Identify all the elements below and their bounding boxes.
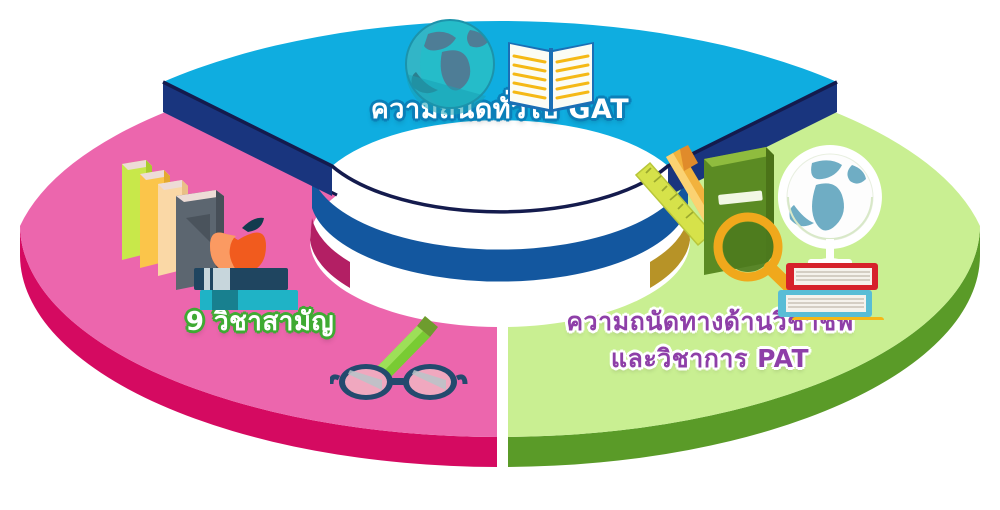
segment-pat-inner-wall bbox=[650, 218, 690, 288]
segment-pat-side-wall bbox=[508, 226, 980, 467]
segment-gat-inner-wall bbox=[312, 176, 688, 282]
segment-nine-subjects[interactable] bbox=[20, 109, 497, 467]
segment-nine-side-wall bbox=[20, 226, 497, 467]
segment-gat-top bbox=[163, 20, 837, 166]
segment-pat[interactable] bbox=[508, 109, 980, 467]
segment-gat-left-side bbox=[163, 82, 332, 196]
segment-nine-inner-wall bbox=[310, 218, 350, 288]
segment-gap-divider bbox=[497, 320, 508, 470]
segment-pat-top bbox=[508, 111, 980, 437]
